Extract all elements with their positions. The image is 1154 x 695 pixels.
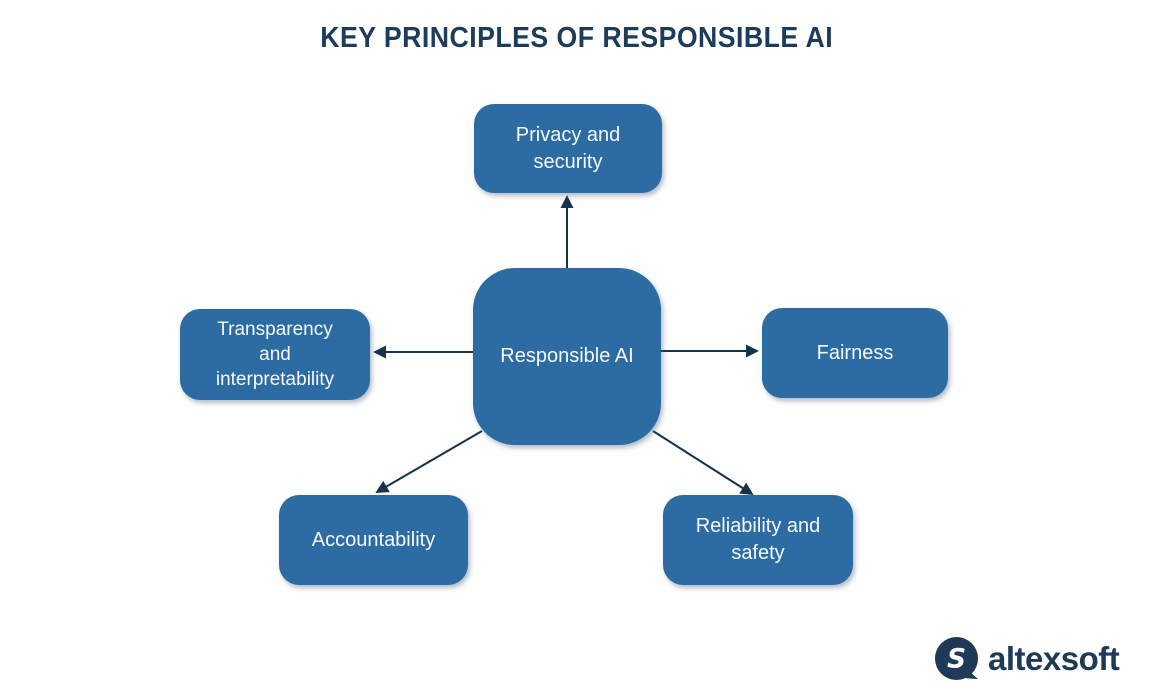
node-privacy-and-security: Privacy and security xyxy=(474,104,662,193)
node-reliability-and-safety: Reliability and safety xyxy=(663,495,853,585)
diagram-title: KEY PRINCIPLES OF RESPONSIBLE AI xyxy=(320,22,834,54)
connector-center-to-accountability xyxy=(375,430,483,493)
altexsoft-logo: S altexsoft xyxy=(933,635,1120,682)
altexsoft-logo-text: altexsoft xyxy=(988,640,1120,677)
node-accountability: Accountability xyxy=(279,495,468,585)
title-container: KEY PRINCIPLES OF RESPONSIBLE AI xyxy=(0,22,1154,55)
node-fairness: Fairness xyxy=(762,308,948,398)
svg-text:S: S xyxy=(947,643,966,674)
node-transparency-and-interpretability: Transparency and interpretability xyxy=(180,309,370,400)
node-responsible-ai: Responsible AI xyxy=(473,268,661,445)
altexsoft-logo-icon: S xyxy=(934,636,979,681)
connector-center-to-reliability xyxy=(652,430,754,496)
